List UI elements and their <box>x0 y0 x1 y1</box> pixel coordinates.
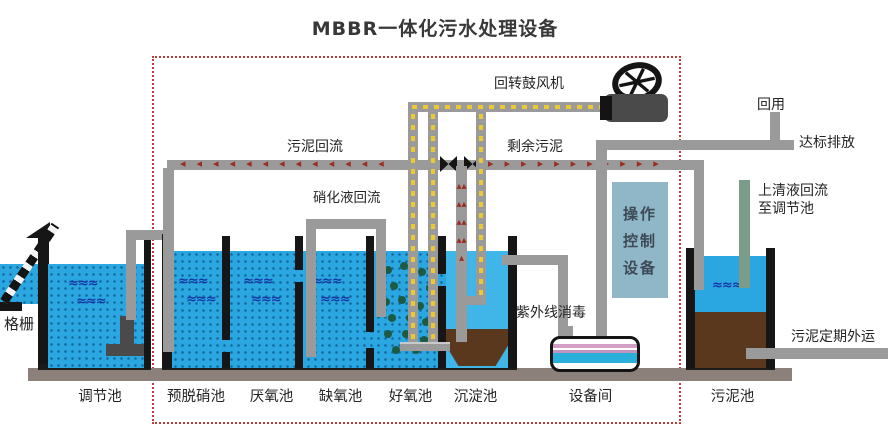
uv-disinfection-unit <box>550 336 640 372</box>
valve-icon <box>440 156 457 172</box>
tank-label-predenitrification: 预脱硝池 <box>167 389 225 405</box>
baffle-2-upper <box>295 236 303 270</box>
excess-sludge-flow-arrows: ▸▸▸▸▸▸▸▸▸▸▸ <box>488 157 670 170</box>
discharge-label: 达标排放 <box>799 135 855 151</box>
sludge-return-label: 污泥回流 <box>287 139 343 155</box>
sludge-tank-water <box>695 256 766 312</box>
uv-label: 紫外线消毒 <box>516 305 586 321</box>
sludge-tank-sludge <box>695 312 766 368</box>
blower-body <box>604 94 668 122</box>
screen-label: 格栅 <box>4 315 35 333</box>
wave-mark: ≈≈≈ <box>76 294 107 309</box>
blower-inlet-cap <box>600 96 612 120</box>
supernatant-return-pipe <box>739 180 750 288</box>
sludge-tank-left-wall <box>686 248 695 368</box>
control-panel-line: 控制 <box>622 231 657 250</box>
excess-sludge-label: 剩余污泥 <box>507 139 563 155</box>
tank-label-regulating: 调节池 <box>78 389 122 405</box>
air-flow-dashes <box>431 114 435 342</box>
uv-outlet-riser-pipe <box>596 140 607 338</box>
wave-mark: ≈≈≈ <box>186 292 217 307</box>
wave-mark: ≈≈≈ <box>312 274 343 289</box>
control-panel: 操作 控制 设备 <box>612 182 668 298</box>
inlet-ledge <box>0 302 22 311</box>
tank-label-equipment-room: 设备间 <box>568 389 613 405</box>
sedimentation-right-wall <box>508 236 517 368</box>
control-panel-line: 操作 <box>622 204 657 223</box>
airlift-riser-pipe <box>456 166 467 342</box>
air-flow-dashes <box>411 114 415 342</box>
control-panel-line: 设备 <box>622 258 657 277</box>
tank-label-sedimentation: 沉淀池 <box>453 389 498 405</box>
nitrified-return-pipe-right <box>376 229 386 317</box>
baffle-4-upper <box>438 236 446 274</box>
air-flow-dashes <box>412 105 606 109</box>
sludge-haul-label: 污泥定期外运 <box>791 329 875 345</box>
baffle-4-lower <box>438 286 446 368</box>
supernatant-return-label-2: 至调节池 <box>758 201 814 217</box>
airlift-elbow <box>462 296 486 305</box>
sludge-return-flow-arrows: ◂◂◂◂◂◂◂◂◂◂◂◂◂ <box>180 157 395 170</box>
sludge-haul-pipe <box>746 348 888 359</box>
regulating-tank-right-wall <box>144 240 151 368</box>
nitrified-return-pipe-left <box>306 229 316 357</box>
baffle-3-upper <box>366 236 374 332</box>
baffle-3-stub <box>366 348 374 368</box>
baffle-2-lower <box>295 282 303 368</box>
excess-sludge-downpipe <box>694 166 704 290</box>
tank-label-aerobic: 好氧池 <box>388 389 433 405</box>
aeration-diffuser <box>424 342 450 351</box>
discharge-pipe <box>596 140 794 150</box>
sludge-tank-right-wall <box>766 248 775 368</box>
tank-label-anoxic: 缺氧池 <box>318 389 363 405</box>
aeration-diffuser <box>400 342 426 351</box>
blower-label: 回转鼓风机 <box>494 76 564 92</box>
inlet-crossover-pipe <box>126 230 174 240</box>
regulating-tank-left-wall <box>38 234 49 364</box>
lift-pump-body <box>120 316 134 344</box>
wave-mark: ≈≈≈ <box>251 292 282 307</box>
baffle-1-upper <box>222 236 230 340</box>
effluent-drop-pipe <box>558 255 568 340</box>
nitrified-return-pipe-top <box>306 219 386 229</box>
lift-pump-base <box>106 344 144 356</box>
pump-riser-pipe <box>126 240 136 320</box>
diagram-title: MBBR一体化污水处理设备 <box>311 18 559 40</box>
baffle-1-stub <box>222 352 230 368</box>
wave-mark: ≈≈≈ <box>320 292 351 307</box>
riser-up-arrows: ▴▴▴▴▴▴▴▴▴ <box>456 181 467 264</box>
sludge-return-downpipe <box>163 168 174 352</box>
wave-mark: ≈≈≈ <box>68 276 99 291</box>
equipment-boundary-dotted-border <box>152 56 681 424</box>
reuse-branch-pipe <box>770 112 780 140</box>
wave-mark: ≈≈≈ <box>243 274 274 289</box>
air-flow-dashes <box>479 114 483 298</box>
wave-mark: ≈≈≈ <box>178 274 209 289</box>
tank-label-anaerobic: 厌氧池 <box>249 389 294 405</box>
reuse-label: 回用 <box>757 97 785 113</box>
wave-mark: ≈≈≈ <box>712 278 743 293</box>
supernatant-return-label-1: 上清液回流 <box>758 183 828 199</box>
clarifier-effluent-pipe <box>502 255 568 265</box>
nitrified-return-label: 硝化液回流 <box>313 190 381 206</box>
tank-label-sludge: 污泥池 <box>710 389 755 405</box>
